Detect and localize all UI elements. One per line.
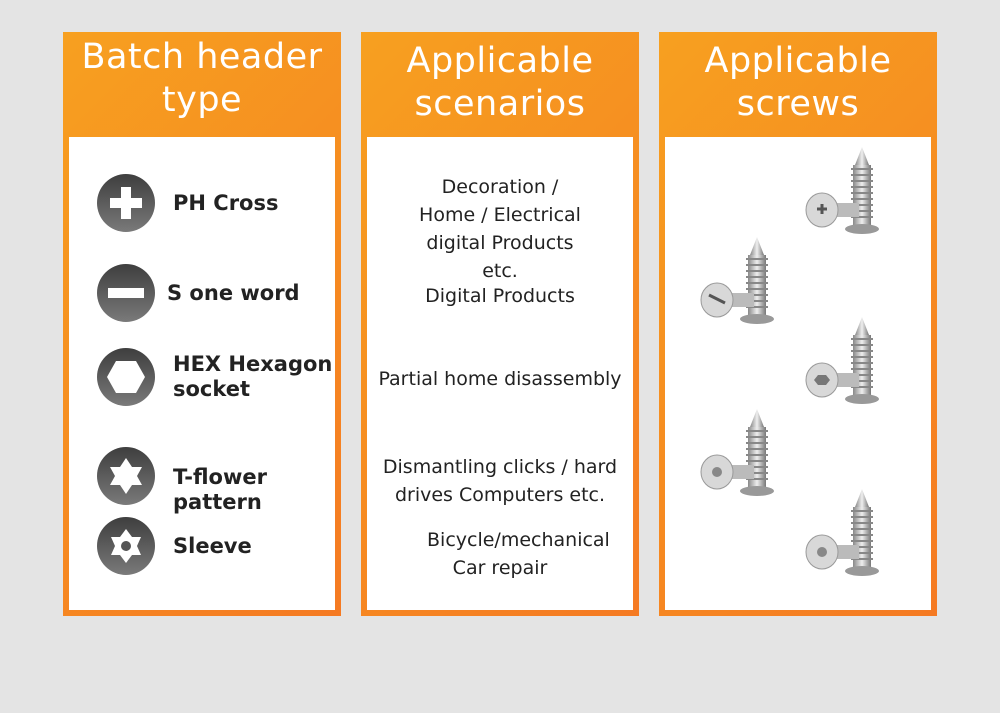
torx-icon <box>97 447 155 505</box>
hexagon-icon <box>97 348 155 406</box>
cross-icon <box>97 174 155 232</box>
scenario-text: Bicycle/mechanical Car repair <box>427 529 610 579</box>
screw-image-hex <box>795 317 895 421</box>
type-label: HEX Hexagon socket <box>173 352 333 401</box>
scenario-text: Decoration / Home / Electrical digital P… <box>419 176 581 282</box>
scenario-text: Dismantling clicks / hard drives Compute… <box>382 456 618 506</box>
panel-scenarios: Applicable scenarios Decoration / Home /… <box>361 32 639 616</box>
screw-image-cross <box>795 147 895 251</box>
security-torx-icon <box>97 517 155 575</box>
panel-title: Applicable screws <box>704 41 892 124</box>
type-label: Sleeve <box>173 533 252 558</box>
panel-header-type: Batch header type PH Cross S one word HE… <box>63 32 341 616</box>
screw-image-torx <box>690 409 790 513</box>
scenario-text: Digital Products <box>425 285 575 307</box>
slot-icon <box>97 264 155 322</box>
panel-screws: Applicable screws <box>659 32 937 616</box>
panel-title: Applicable scenarios <box>406 41 594 124</box>
screw-image-slot <box>690 237 790 341</box>
screw-image-sec <box>795 489 895 593</box>
panel-title: Batch header type <box>81 37 323 120</box>
type-label: T-flower pattern <box>173 465 267 514</box>
type-label: S one word <box>167 280 300 305</box>
scenario-text: Partial home disassembly <box>378 368 622 390</box>
type-label: PH Cross <box>173 190 279 215</box>
